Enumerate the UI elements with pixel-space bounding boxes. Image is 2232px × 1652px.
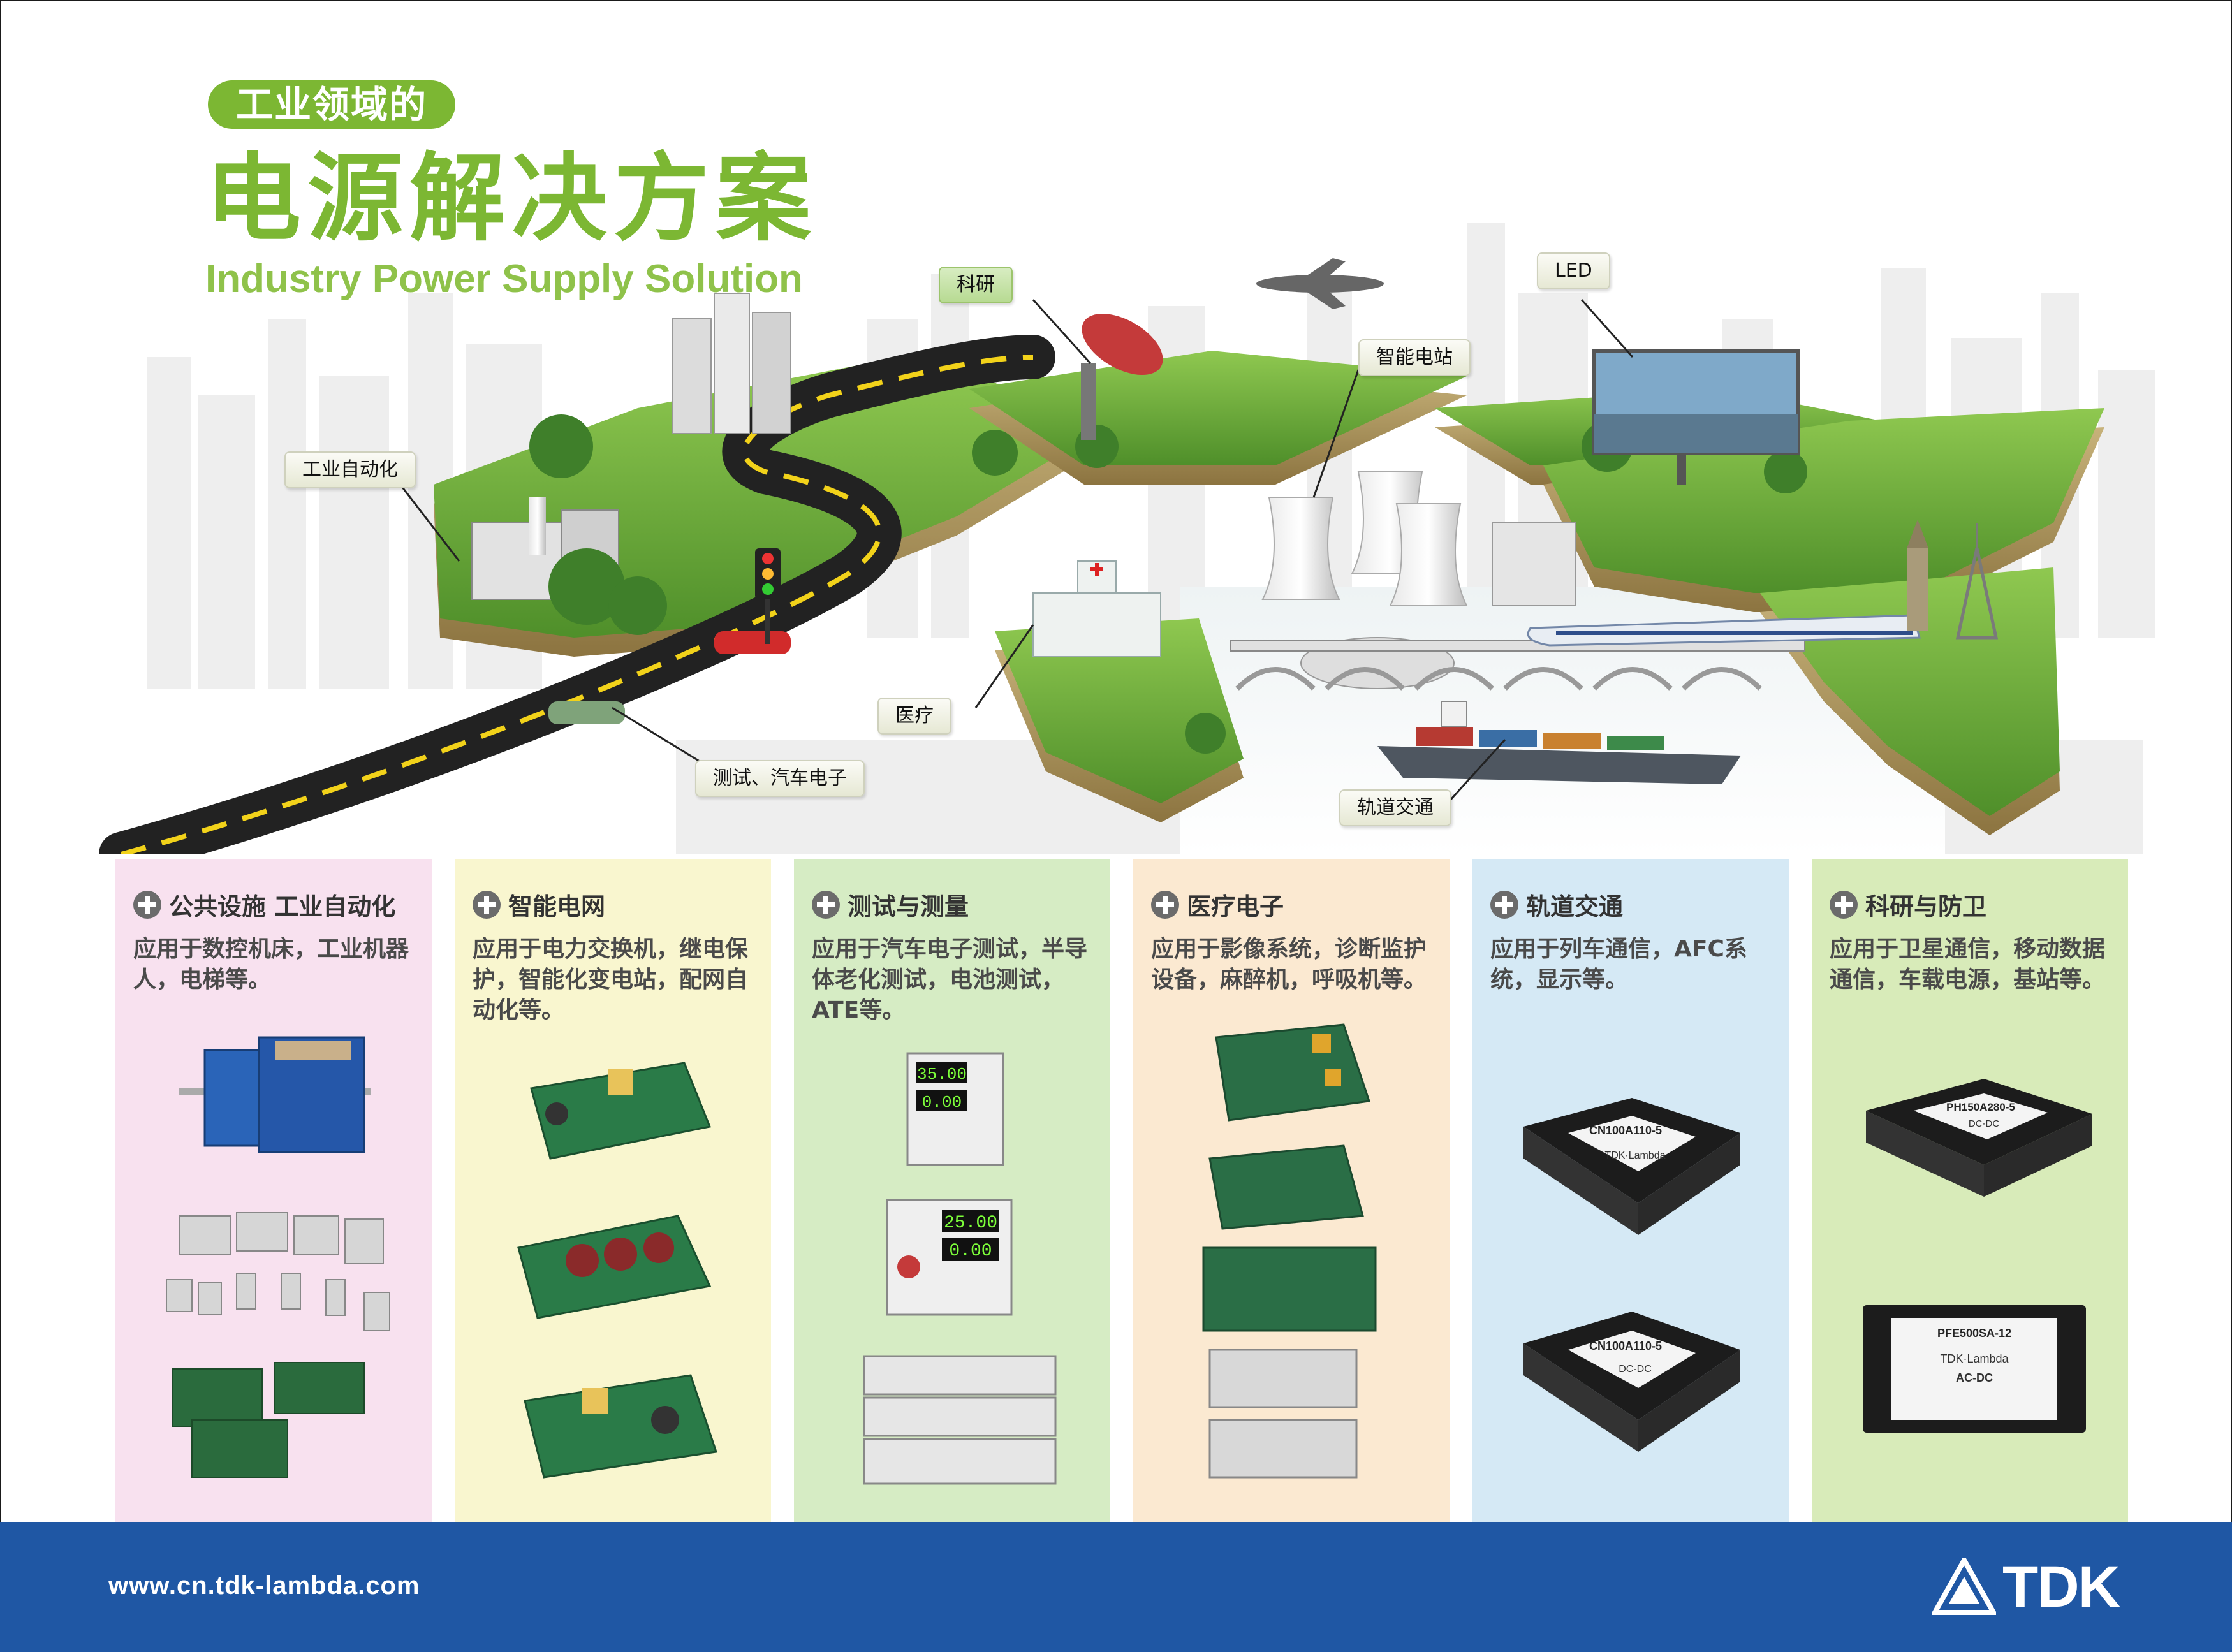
medical-products bbox=[1202, 1023, 1377, 1479]
module-model: CN100A110-5 bbox=[1589, 1124, 1662, 1137]
tdk-logo: TDK bbox=[1932, 1554, 2120, 1619]
column-heading: 轨道交通 bbox=[1490, 887, 1623, 922]
column-industrial-automation: 公共设施 工业自动化 应用于数控机床，工业机器人，电梯等。 bbox=[115, 859, 432, 1522]
high-speed-train bbox=[1527, 614, 1921, 647]
footer-bar: www.cn.tdk-lambda.com TDK bbox=[0, 1522, 2232, 1652]
industrial-automation-products bbox=[166, 1036, 390, 1478]
column-smart-grid: 智能电网 应用于电力交换机，继电保护，智能化变电站，配网自动化等。 bbox=[455, 859, 771, 1522]
hospital bbox=[1032, 560, 1161, 657]
module-brand: TDK·Lambda bbox=[1940, 1352, 2009, 1365]
traffic-light bbox=[755, 548, 781, 644]
display-reading: 0.00 bbox=[949, 1241, 992, 1261]
callout-test-auto: 测试、汽车电子 bbox=[695, 760, 865, 797]
plus-icon bbox=[1151, 890, 1179, 919]
column-heading: 科研与防卫 bbox=[1830, 887, 1986, 922]
page-subtitle: Industry Power Supply Solution bbox=[205, 257, 803, 301]
callout-leader-lines bbox=[394, 298, 1634, 808]
column-description: 应用于汽车电子测试，半导体老化测试，电池测试，ATE等。 bbox=[812, 936, 1088, 1023]
column-research-defense: PH150A280-5 DC-DC PFE500SA-12 TDK·Lambda… bbox=[1812, 859, 2128, 1522]
eiffel-tower-landmark bbox=[1955, 523, 1999, 640]
callout-industrial-automation: 工业自动化 bbox=[284, 451, 416, 488]
module-model: PH150A280-5 bbox=[1946, 1101, 2015, 1113]
power-station bbox=[1261, 471, 1576, 689]
column-test-measurement: 35.00 0.00 25.00 0.00 测试与测量 应用于汽车电子测试，半导… bbox=[794, 859, 1110, 1522]
plus-icon bbox=[812, 890, 840, 919]
skyscrapers bbox=[672, 293, 791, 434]
plus-icon bbox=[133, 890, 161, 919]
headline-pill: 工业领域的 bbox=[208, 80, 456, 129]
module-type: AC-DC bbox=[1956, 1371, 1993, 1384]
industry-landscape-illustration bbox=[99, 223, 2155, 854]
led-billboard bbox=[1592, 349, 1800, 485]
column-description: 应用于数控机床，工业机器人，电梯等。 bbox=[133, 936, 409, 993]
brand-name: TDK bbox=[2002, 1554, 2120, 1619]
road bbox=[99, 335, 1055, 854]
column-heading: 公共设施 工业自动化 bbox=[133, 887, 395, 922]
column-title: 科研与防卫 bbox=[1865, 893, 1987, 921]
display-reading: 25.00 bbox=[944, 1213, 997, 1233]
callout-led: LED bbox=[1537, 252, 1610, 289]
cars bbox=[548, 631, 791, 724]
column-heading: 测试与测量 bbox=[812, 887, 969, 922]
column-description: 应用于电力交换机，继电保护，智能化变电站，配网自动化等。 bbox=[473, 936, 749, 1023]
column-title: 测试与测量 bbox=[848, 893, 969, 921]
column-title: 智能电网 bbox=[508, 893, 606, 921]
column-rail: CN100A110-5 TDK·Lambda CN100A110-5 DC-DC… bbox=[1472, 859, 1789, 1522]
satellite-dish bbox=[1081, 313, 1163, 440]
website-link[interactable]: www.cn.tdk-lambda.com bbox=[108, 1572, 420, 1600]
smart-grid-products bbox=[517, 1062, 717, 1479]
callout-medical: 医疗 bbox=[877, 698, 951, 735]
test-measurement-products: 35.00 0.00 25.00 0.00 bbox=[863, 1052, 1057, 1485]
display-reading: 0.00 bbox=[922, 1093, 962, 1112]
module-brand: TDK·Lambda bbox=[1604, 1150, 1665, 1161]
clock-tower-landmark bbox=[1907, 520, 1928, 631]
tdk-triangle-icon bbox=[1932, 1558, 1996, 1615]
column-title: 公共设施 工业自动化 bbox=[169, 893, 396, 921]
plus-icon bbox=[1830, 890, 1858, 919]
callout-smart-grid-station: 智能电站 bbox=[1358, 339, 1471, 376]
callout-research: 科研 bbox=[939, 267, 1013, 303]
research-defense-products: PH150A280-5 DC-DC PFE500SA-12 TDK·Lambda… bbox=[1863, 1079, 2092, 1433]
display-reading: 35.00 bbox=[917, 1065, 967, 1084]
callout-rail: 轨道交通 bbox=[1339, 789, 1451, 826]
column-title: 轨道交通 bbox=[1526, 893, 1624, 921]
column-heading: 智能电网 bbox=[473, 887, 605, 922]
plus-icon bbox=[1490, 890, 1518, 919]
module-type: DC-DC bbox=[1969, 1118, 1999, 1129]
column-description: 应用于卫星通信，移动数据通信，车载电源，基站等。 bbox=[1830, 936, 2106, 993]
rail-products: CN100A110-5 TDK·Lambda CN100A110-5 DC-DC bbox=[1523, 1098, 1740, 1452]
module-model: PFE500SA-12 bbox=[1937, 1327, 2011, 1340]
module-model: CN100A110-5 bbox=[1589, 1340, 1662, 1352]
column-medical: 医疗电子 应用于影像系统，诊断监护设备，麻醉机，呼吸机等。 bbox=[1133, 859, 1450, 1522]
page-title: 电源解决方案 bbox=[205, 143, 818, 254]
module-type: DC-DC bbox=[1619, 1364, 1652, 1375]
column-description: 应用于影像系统，诊断监护设备，麻醉机，呼吸机等。 bbox=[1151, 936, 1427, 993]
airplane bbox=[1256, 258, 1384, 309]
container-ship bbox=[1377, 701, 1741, 784]
plus-icon bbox=[473, 890, 501, 919]
column-description: 应用于列车通信，AFC系统，显示等。 bbox=[1490, 936, 1747, 993]
trees bbox=[529, 414, 1807, 754]
column-heading: 医疗电子 bbox=[1151, 887, 1284, 922]
column-title: 医疗电子 bbox=[1187, 893, 1284, 921]
